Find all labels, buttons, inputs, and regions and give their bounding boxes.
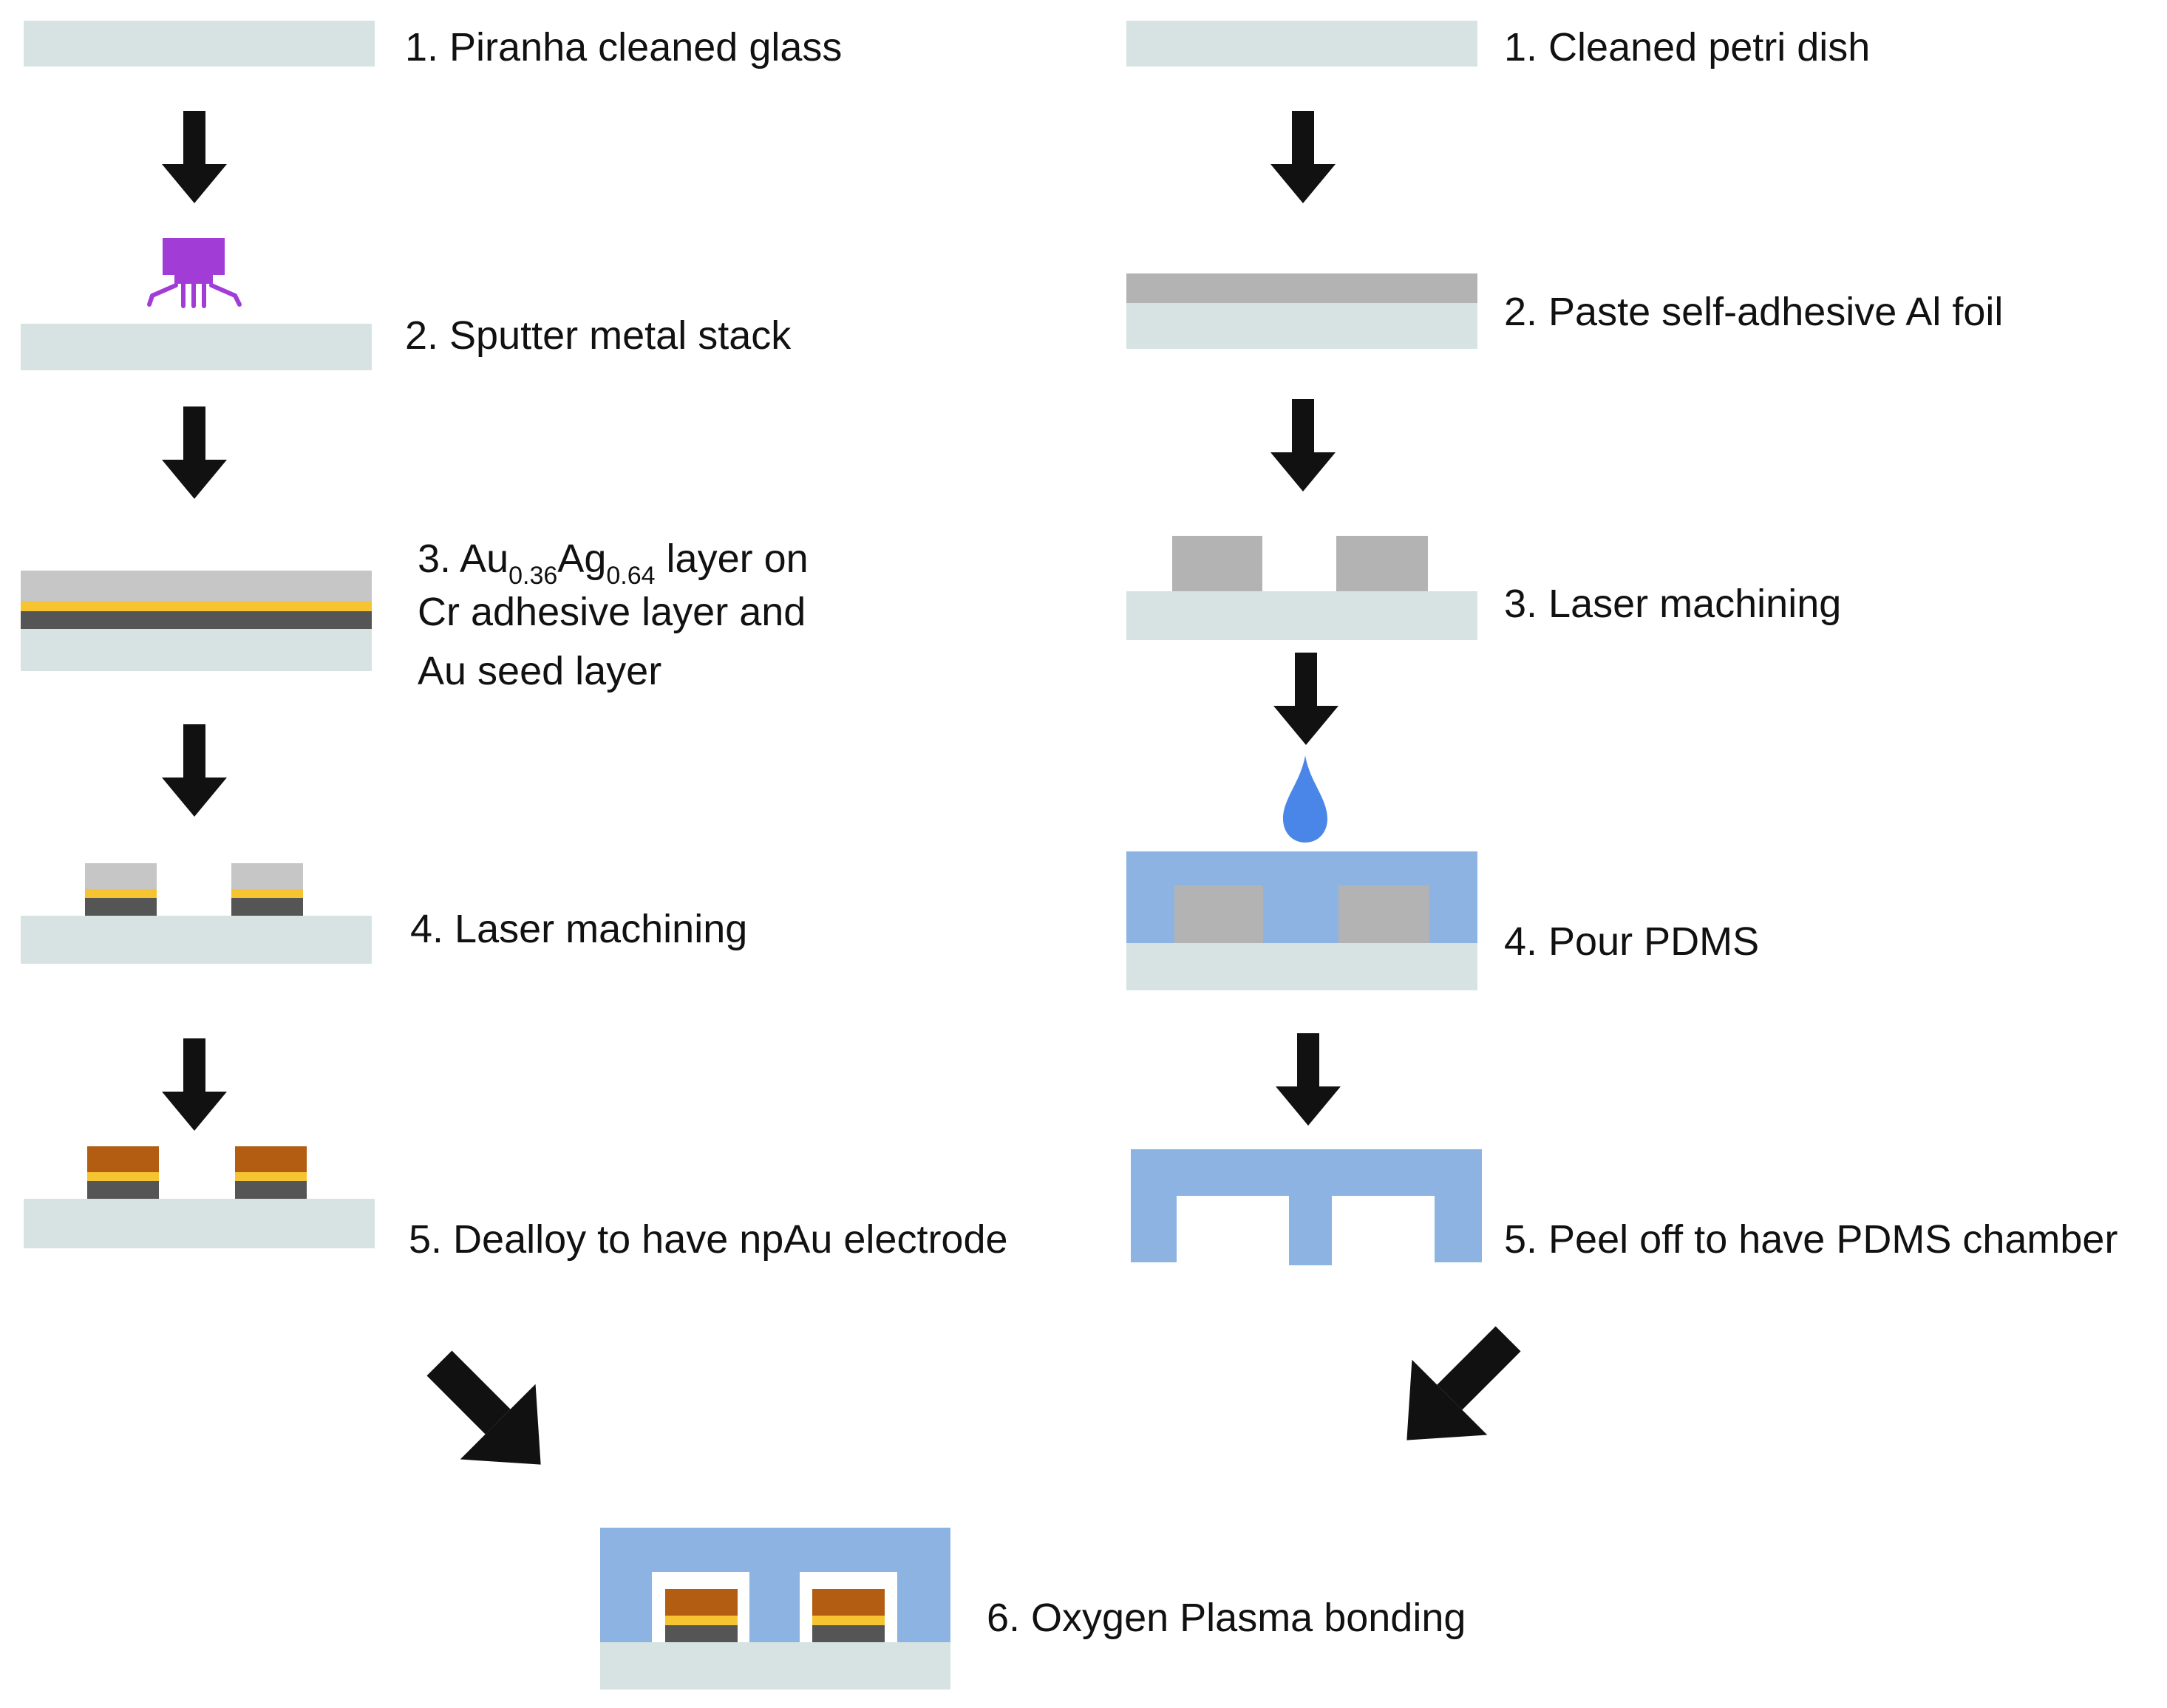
npau-electrode-right xyxy=(235,1146,307,1199)
glass-slide xyxy=(21,916,372,964)
right-step-4-diagram xyxy=(1126,755,1477,990)
petri-dish xyxy=(1126,943,1477,990)
right-arrow-1 xyxy=(1270,111,1336,203)
glass-slide xyxy=(600,1642,950,1690)
glass-slide xyxy=(24,1199,375,1248)
left-step-5-label: 5. Dealloy to have npAu electrode xyxy=(409,1217,1008,1262)
pdms-drop-icon xyxy=(1283,755,1327,843)
final-step-label: 6. Oxygen Plasma bonding xyxy=(987,1596,1466,1640)
right-arrow-4 xyxy=(1276,1033,1341,1126)
auag-alloy-layer xyxy=(21,571,372,601)
right-step-3-diagram xyxy=(1126,536,1477,640)
ag-subscript: 0.64 xyxy=(606,562,655,590)
left-step-2-label: 2. Sputter metal stack xyxy=(405,313,792,358)
left-step-3-diagram xyxy=(21,571,372,671)
right-arrow-3 xyxy=(1273,653,1338,745)
au-seed-layer xyxy=(21,601,372,611)
left-arrow-4 xyxy=(162,1038,227,1131)
glass-slide xyxy=(21,629,372,671)
npau-electrode-left xyxy=(87,1146,159,1199)
right-step-4-label: 4. Pour PDMS xyxy=(1504,919,1759,964)
npau-electrode-right xyxy=(812,1589,885,1642)
npau-electrode-left xyxy=(665,1589,738,1642)
label-mid: Ag xyxy=(557,537,606,581)
left-arrow-2 xyxy=(162,406,227,499)
electrode-pad-left xyxy=(85,863,157,916)
al-foil-block-right xyxy=(1336,536,1428,591)
al-foil-layer xyxy=(1126,273,1477,303)
al-foil-block-right xyxy=(1338,885,1429,943)
left-arrow-1 xyxy=(162,111,227,203)
final-step-diagram xyxy=(600,1528,950,1690)
left-arrow-3 xyxy=(162,724,227,817)
pdms-chamber xyxy=(1131,1149,1482,1265)
au-subscript: 0.36 xyxy=(508,562,557,590)
right-step-2-diagram xyxy=(1126,273,1477,349)
petri-dish xyxy=(1126,591,1477,640)
right-step-2-label: 2. Paste self-adhesive Al foil xyxy=(1504,290,2003,334)
electrode-pad-right xyxy=(231,863,303,916)
left-step-1-diagram xyxy=(24,21,375,67)
right-merge-arrow xyxy=(1406,1326,1521,1440)
right-step-3-label: 3. Laser machining xyxy=(1504,582,1841,626)
left-step-4-diagram xyxy=(21,863,372,964)
glass-slide xyxy=(24,21,375,67)
left-merge-arrow xyxy=(426,1350,541,1465)
glass-slide xyxy=(21,324,372,370)
right-arrow-2 xyxy=(1270,399,1336,491)
left-step-3-label-line1: 3. Au0.36Ag0.64 layer on xyxy=(418,537,809,590)
left-step-1-label: 1. Piranha cleaned glass xyxy=(405,25,842,69)
label-suffix: layer on xyxy=(656,537,809,581)
petri-dish xyxy=(1126,21,1477,67)
left-step-3-label-line2: Cr adhesive layer and xyxy=(418,590,806,634)
al-foil-block-left xyxy=(1172,536,1262,591)
bonded-pdms-chamber xyxy=(600,1528,950,1642)
cr-adhesive-layer xyxy=(21,611,372,629)
right-step-1-label: 1. Cleaned petri dish xyxy=(1504,25,1870,69)
left-step-4-label: 4. Laser machining xyxy=(410,907,747,951)
sputter-target-icon xyxy=(147,238,242,308)
left-step-5-diagram xyxy=(24,1146,375,1248)
left-step-2-diagram xyxy=(21,238,372,370)
petri-dish xyxy=(1126,303,1477,349)
al-foil-block-left xyxy=(1174,885,1263,943)
right-step-1-diagram xyxy=(1126,21,1477,67)
label-prefix: 3. Au xyxy=(418,537,508,581)
right-step-5-label: 5. Peel off to have PDMS chamber xyxy=(1504,1217,2117,1262)
left-step-3-label-line3: Au seed layer xyxy=(418,649,661,693)
right-step-5-diagram xyxy=(1131,1149,1482,1265)
